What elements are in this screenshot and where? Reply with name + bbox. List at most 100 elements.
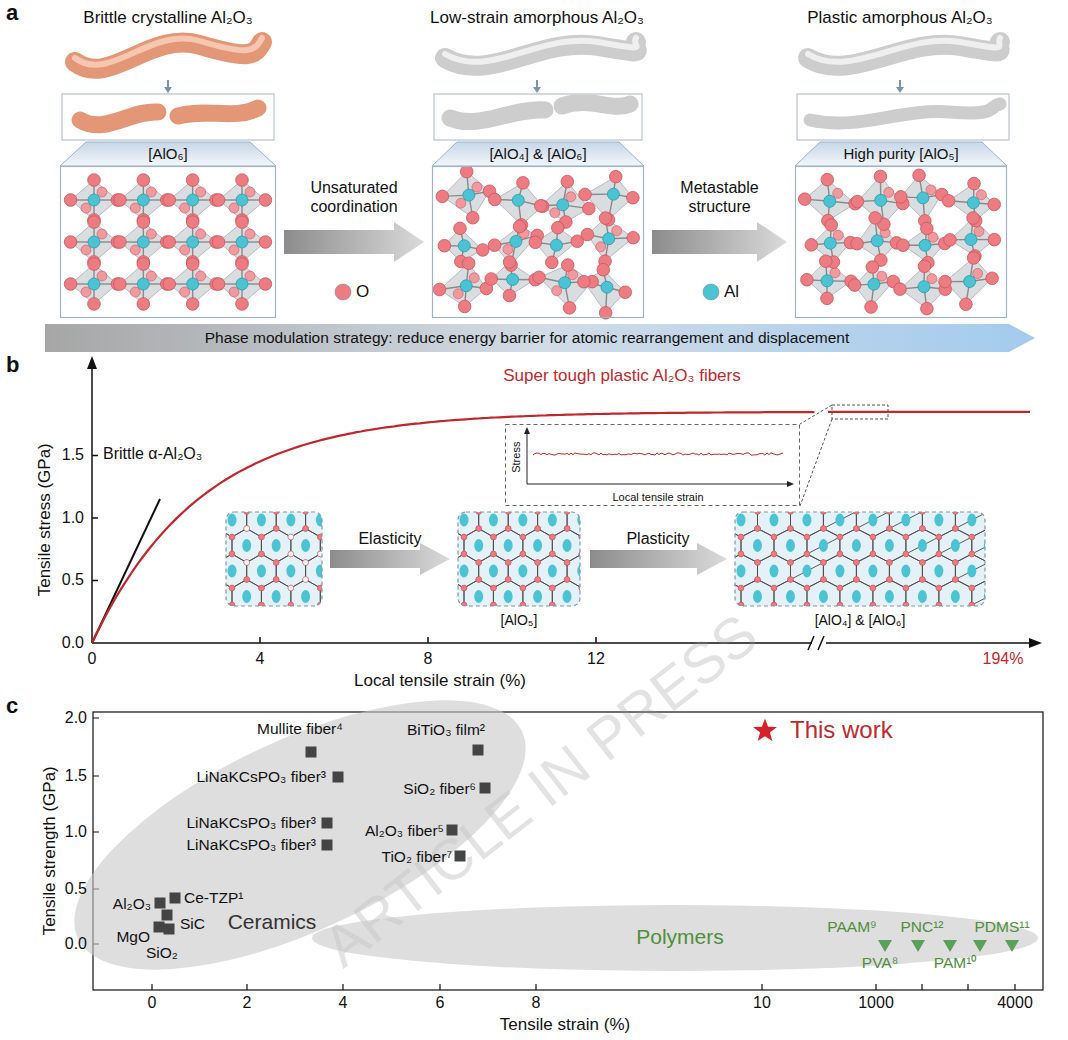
- arrow-label: Unsaturated coordination: [310, 179, 397, 214]
- oxygen-atom: [913, 169, 926, 182]
- panel-letter: b: [6, 352, 19, 377]
- column-heading-place: Low-strain amorphous Al₂O₃: [430, 8, 644, 28]
- hex-cell: [774, 529, 807, 563]
- oxygen-site: [461, 551, 467, 557]
- tick-label-place: 194%: [983, 650, 1024, 668]
- split-bond: [889, 512, 922, 529]
- oxygen-site: [854, 560, 860, 566]
- oxygen-atom: [921, 302, 934, 315]
- oxygen-site: [903, 585, 909, 591]
- tick-label-place: 4000: [997, 994, 1033, 1012]
- oxygen-site: [579, 602, 580, 606]
- region-label-place: Polymers: [636, 925, 724, 949]
- oxygen-site: [318, 551, 322, 557]
- oxygen-atom: [874, 170, 887, 183]
- process-arrow: [590, 543, 727, 575]
- oxygen-atom: [163, 194, 176, 207]
- aluminium-atom: [967, 197, 979, 209]
- legend-label: O: [356, 282, 369, 301]
- oxygen-site: [854, 577, 860, 583]
- oxygen-atom: [819, 255, 832, 268]
- lattice-frame: [433, 167, 644, 318]
- hex-cell: [856, 512, 889, 537]
- oxygen-site: [491, 585, 497, 591]
- oxygen-site: [804, 585, 810, 591]
- rod-highlight: [445, 38, 637, 62]
- oxygen-site: [804, 534, 810, 540]
- oxygen-site: [887, 526, 893, 532]
- column-heading: Plastic amorphous Al₂O₃: [807, 8, 993, 27]
- aluminium-atom: [603, 233, 615, 245]
- oxygen-atom: [921, 222, 934, 235]
- structure-label-place: [AlO₄] & [AlO₆]: [815, 611, 906, 629]
- oxygen-site: [854, 526, 860, 532]
- oxygen-atom: [533, 271, 546, 284]
- box-heading-place: [AlO₆]: [148, 145, 187, 163]
- aluminium-site: [967, 565, 976, 578]
- axis-title: Local tensile strain (%): [354, 671, 526, 690]
- oxygen-site: [229, 534, 235, 540]
- oxygens: [64, 174, 271, 311]
- oxygen-site: [969, 534, 975, 540]
- oxygen-site: [476, 560, 482, 566]
- oxygen-atom: [563, 302, 576, 315]
- hex-cell: [774, 580, 807, 607]
- hex-cell: [479, 554, 509, 588]
- aluminium-site: [852, 539, 861, 552]
- oxygen-site: [461, 534, 467, 540]
- oxygen-site: [520, 534, 526, 540]
- oxygen-site: [755, 526, 761, 532]
- panel-letter-place: c: [6, 693, 18, 718]
- box-outline: [795, 142, 1007, 318]
- oxygen-site: [755, 560, 761, 566]
- atomic-lattices: [64, 165, 1000, 319]
- hex-cell: [906, 529, 939, 563]
- lattice-illustration: [433, 165, 639, 319]
- oxygen-atom: [534, 199, 547, 212]
- oxygen-site: [259, 551, 265, 557]
- aluminium-atom: [601, 281, 613, 293]
- ceramic-marker: [455, 851, 466, 862]
- point-label: Mullite fiber⁴: [257, 720, 343, 737]
- oxygen-site: [788, 526, 794, 532]
- oxygen-site: [303, 560, 309, 566]
- oxygen-atom: [259, 236, 272, 249]
- rod-frame: [62, 94, 274, 140]
- oxygen-atom: [944, 234, 957, 247]
- arrow-label-place: Plasticity: [626, 530, 689, 548]
- oxygen-atom: [186, 298, 199, 311]
- hex-cell: [791, 512, 824, 537]
- oxygen-site: [550, 534, 556, 540]
- oxygen-site: [854, 560, 860, 566]
- split-bond: [955, 563, 985, 580]
- oxygen-atom: [619, 286, 632, 299]
- point-label-place: PAM¹⁰: [934, 954, 977, 972]
- oxygen-site: [535, 577, 541, 583]
- inset-axis-label: Local tensile strain: [612, 491, 703, 503]
- curve-label-place: Brittle α-Al₂O₃: [103, 445, 202, 463]
- oxygen-site: [505, 560, 511, 566]
- aluminium-atom: [919, 239, 931, 251]
- oxygen-atom: [236, 174, 249, 187]
- oxygen-site: [821, 560, 827, 566]
- oxygen-site: [837, 534, 843, 540]
- curve-label-place: Super tough plastic Al₂O₃ fibers: [503, 366, 740, 386]
- oxygen-atom: [236, 258, 249, 271]
- oxygen-site: [564, 526, 570, 532]
- oxygen-atom: [433, 283, 446, 296]
- oxygen-site: [550, 534, 556, 540]
- point-label: PVA⁸: [862, 954, 898, 971]
- oxygen-site: [936, 534, 942, 540]
- hex-cell: [538, 512, 568, 537]
- oxygen-site: [520, 585, 526, 591]
- aluminium-site: [563, 590, 572, 603]
- oxygen-atom: [163, 278, 176, 291]
- hex-cell: [226, 512, 247, 537]
- tick-label: 1.5: [62, 446, 84, 463]
- lattice-cells: [226, 512, 322, 606]
- lattice-cells: [458, 512, 580, 606]
- oxygen-site: [259, 585, 265, 591]
- region-label: Ceramics: [228, 910, 317, 933]
- oxygen-site: [564, 577, 570, 583]
- point-label: BiTiO₃ film²: [407, 721, 485, 738]
